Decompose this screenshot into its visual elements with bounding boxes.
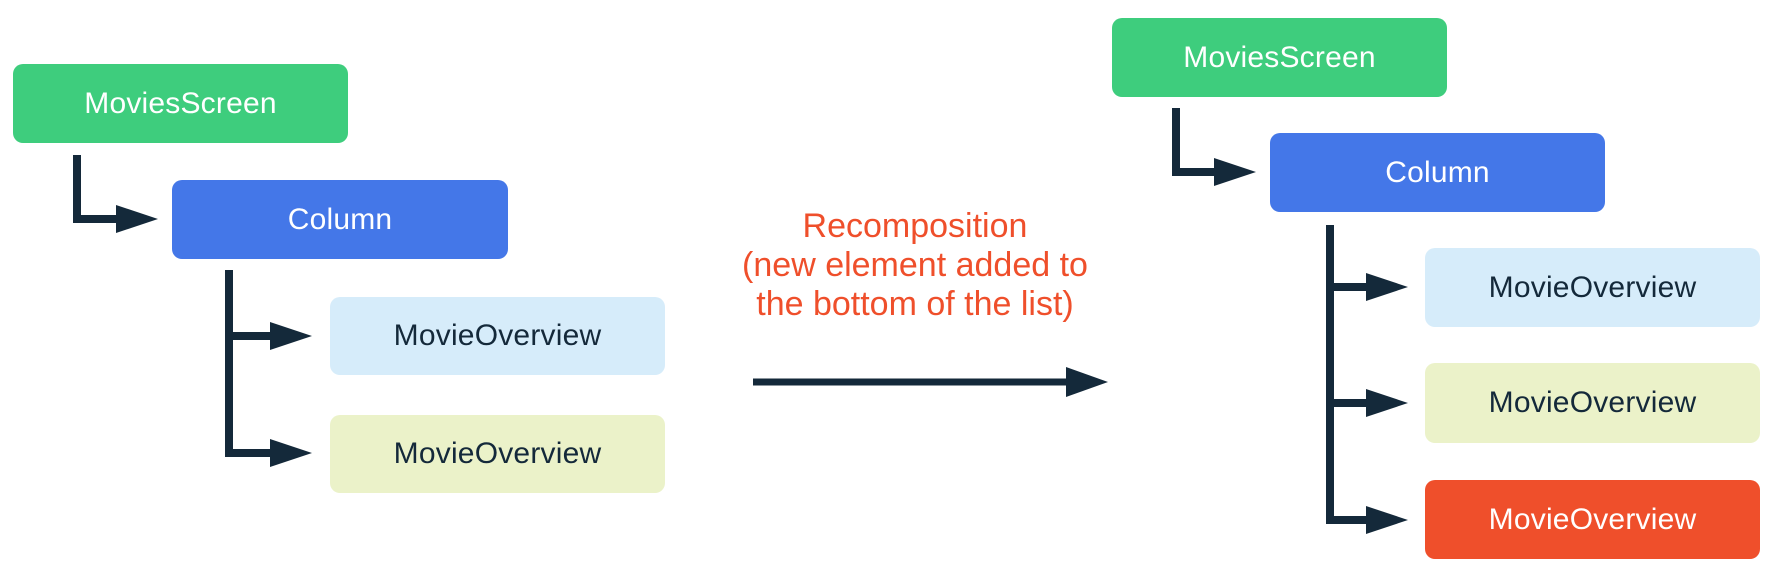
before-node-column: Column: [172, 180, 508, 259]
node-label: MovieOverview: [1488, 386, 1697, 419]
node-label: MovieOverview: [1488, 502, 1697, 536]
node-label: Column: [1385, 155, 1490, 189]
node-label: MoviesScreen: [1183, 40, 1376, 74]
connector-after-column-to-children: [1326, 225, 1408, 534]
after-node-moviesscreen: MoviesScreen: [1112, 18, 1447, 97]
node-label: Column: [287, 202, 393, 236]
before-node-moviesscreen: MoviesScreen: [13, 64, 348, 143]
recomposition-label-line-1: Recomposition: [802, 207, 1028, 245]
node-label: MovieOverview: [1488, 270, 1697, 304]
before-node-movieoverview-2: MovieOverview: [330, 415, 665, 493]
recomposition-label-line-3: the bottom of the list): [756, 285, 1074, 323]
after-node-movieoverview-3-new: MovieOverview: [1425, 480, 1760, 559]
after-node-column: Column: [1270, 133, 1605, 212]
connector-after-root-to-column: [1172, 108, 1256, 186]
before-node-movieoverview-1: MovieOverview: [330, 297, 665, 375]
recomposition-arrow: [753, 367, 1108, 397]
recomposition-label: Recomposition (new element added to the …: [645, 207, 1185, 324]
connector-before-column-to-children: [225, 270, 312, 467]
recomposition-label-line-2: (new element added to: [742, 246, 1088, 284]
after-node-movieoverview-1: MovieOverview: [1425, 248, 1760, 327]
node-label: MovieOverview: [393, 319, 602, 352]
node-label: MoviesScreen: [84, 86, 277, 120]
node-label: MovieOverview: [393, 437, 602, 470]
after-node-movieoverview-2: MovieOverview: [1425, 363, 1760, 443]
connector-before-root-to-column: [73, 155, 158, 233]
